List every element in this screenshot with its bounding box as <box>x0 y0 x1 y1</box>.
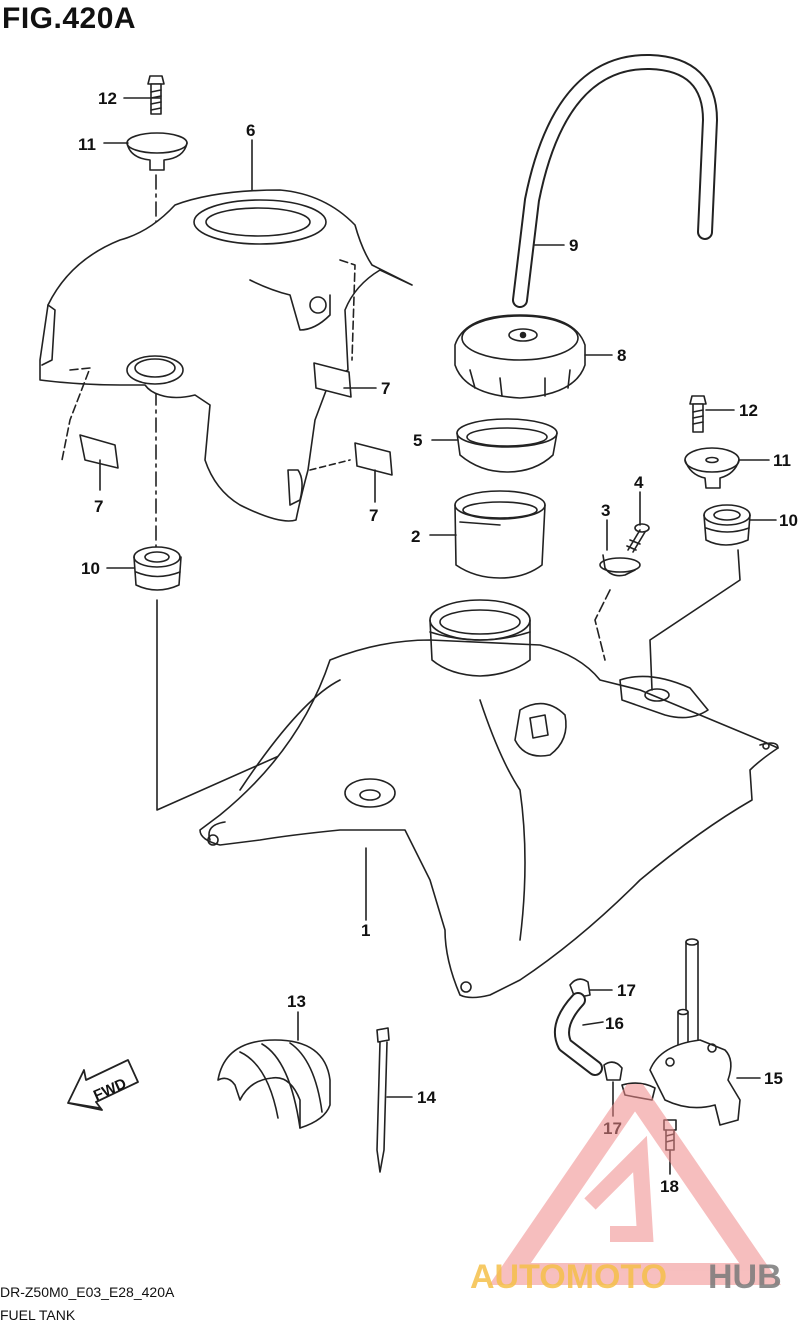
filter-part-2 <box>454 490 546 579</box>
callout-12-left: 12 <box>98 89 117 108</box>
fuel-cap-part-8 <box>454 314 586 399</box>
callout-15: 15 <box>764 1069 783 1088</box>
callout-4: 4 <box>634 473 644 492</box>
damper-part-10-left <box>133 546 182 591</box>
callout-10-right: 10 <box>779 511 798 530</box>
callout-1: 1 <box>361 921 370 940</box>
cable-tie-part-14 <box>376 1027 390 1173</box>
bolt-part-12-right <box>689 395 707 433</box>
fuel-tank-part-1 <box>199 599 779 999</box>
footer-code: DR-Z50M0_E03_E28_420A <box>0 1284 175 1300</box>
clamp-part-17-bottom <box>603 1061 623 1081</box>
damper-part-10-right <box>703 504 751 546</box>
fuel-hose-part-16 <box>554 992 603 1076</box>
callout-14: 14 <box>417 1088 436 1107</box>
callout-5: 5 <box>413 431 422 450</box>
callout-10-left: 10 <box>81 559 100 578</box>
callout-7-right: 7 <box>381 379 390 398</box>
callout-2: 2 <box>411 527 420 546</box>
cushion-part-11-left <box>126 132 188 171</box>
watermark-text-a: AUTOMOTO <box>470 1258 667 1296</box>
callout-12-right: 12 <box>739 401 758 420</box>
callout-18: 18 <box>660 1177 679 1196</box>
callout-11-right: 11 <box>773 451 791 470</box>
breather-hose-part-9 <box>512 53 718 308</box>
pad-part-7 <box>79 362 393 476</box>
callout-6: 6 <box>246 121 255 140</box>
callout-13: 13 <box>287 992 306 1011</box>
callout-3: 3 <box>601 501 610 520</box>
screw-part-4 <box>626 523 650 553</box>
footer-title: FUEL TANK <box>0 1307 76 1323</box>
nut-part-3 <box>599 554 641 577</box>
rubber-part-13 <box>217 1039 331 1129</box>
callout-17-top: 17 <box>617 981 636 1000</box>
figure-title: FIG.420A <box>2 2 137 35</box>
tank-cover-part-6 <box>39 189 413 522</box>
bolt-part-12-left <box>147 75 165 115</box>
callout-11-left: 11 <box>78 135 96 154</box>
callout-7-lower: 7 <box>369 506 378 525</box>
callout-16: 16 <box>605 1014 624 1033</box>
cushion-part-11-right <box>684 447 740 489</box>
watermark-text-b: HUB <box>708 1258 782 1296</box>
gasket-part-5 <box>456 418 558 473</box>
automotohub-watermark: AUTOMOTO HUB <box>470 1084 782 1296</box>
callout-8: 8 <box>617 346 626 365</box>
callout-9: 9 <box>569 236 578 255</box>
callout-7-left: 7 <box>94 497 103 516</box>
fwd-arrow <box>67 1059 139 1111</box>
